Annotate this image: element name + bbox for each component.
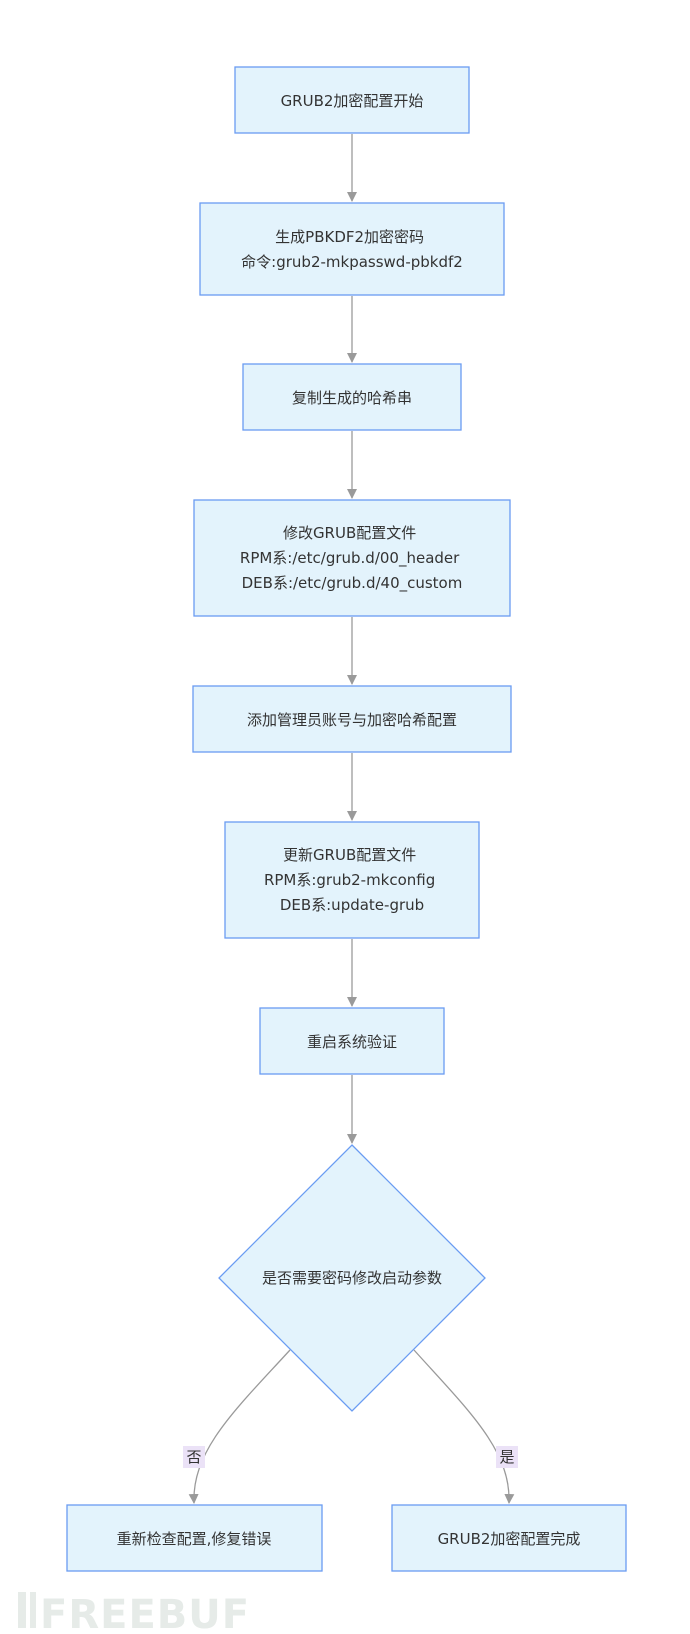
edges bbox=[188, 134, 515, 1504]
svg-text:重启系统验证: 重启系统验证 bbox=[307, 1033, 397, 1051]
node-reboot-verify: 重启系统验证 bbox=[259, 1007, 445, 1075]
node-edit-config-line-2: RPM系:/etc/grub.d/00_header bbox=[240, 549, 460, 568]
edge-label-no-text: 否 bbox=[186, 1448, 201, 1466]
edge-label-yes: 是 bbox=[496, 1446, 518, 1468]
svg-text:是否需要密码修改启动参数: 是否需要密码修改启动参数 bbox=[262, 1269, 442, 1287]
node-gen-hash-line-2: 命令:grub2-mkpasswd-pbkdf2 bbox=[241, 253, 463, 271]
node-fix-errors-line-1: 重新检查配置,修复错误 bbox=[117, 1530, 272, 1548]
watermark-logo: FREEBUF bbox=[18, 1592, 250, 1634]
svg-text:复制生成的哈希串: 复制生成的哈希串 bbox=[292, 389, 412, 407]
node-update-config-line-3: DEB系:update-grub bbox=[280, 896, 424, 914]
node-update-config: 更新GRUB配置文件 RPM系:grub2-mkconfig DEB系:upda… bbox=[224, 821, 480, 939]
watermark-text: FREEBUF bbox=[40, 1592, 250, 1634]
node-copy-hash: 复制生成的哈希串 bbox=[242, 363, 462, 431]
edge-decision-to-fix-errors bbox=[188, 1349, 291, 1504]
node-fix-errors: 重新检查配置,修复错误 bbox=[66, 1504, 323, 1572]
svg-text:重新检查配置,修复错误: 重新检查配置,修复错误 bbox=[117, 1530, 272, 1548]
node-done: GRUB2加密配置完成 bbox=[391, 1504, 627, 1572]
node-start-line-1: GRUB2加密配置开始 bbox=[281, 92, 424, 110]
svg-text:生成PBKDF2加密密码 命令:grub2-mk: 生成PBKDF2加密密码 命令:grub2-mkpasswd-pbkdf2 bbox=[241, 228, 463, 271]
edge-label-no: 否 bbox=[183, 1446, 205, 1468]
node-add-admin: 添加管理员账号与加密哈希配置 bbox=[192, 685, 512, 753]
node-gen-hash: 生成PBKDF2加密密码 命令:grub2-mkpasswd-pbkdf2 bbox=[199, 202, 505, 296]
node-gen-hash-line-1: 生成PBKDF2加密密码 bbox=[275, 228, 424, 246]
edge-decision-to-done bbox=[413, 1349, 515, 1504]
node-start: GRUB2加密配置开始 bbox=[234, 66, 470, 134]
svg-text:添加管理员账号与加密哈希配置: 添加管理员账号与加密哈希配置 bbox=[247, 711, 457, 729]
svg-text:修改GRUB配置文件 RPM系:/etc/gru: 修改GRUB配置文件 RPM系:/etc/grub.d/00_header DE… bbox=[240, 524, 464, 593]
node-done-line-1: GRUB2加密配置完成 bbox=[438, 1530, 581, 1548]
svg-text:GRUB2加密配置完成: GRUB2加密配置完成 bbox=[438, 1530, 581, 1548]
svg-text:GRUB2加密配置开始: GRUB2加密配置开始 bbox=[281, 92, 424, 110]
node-copy-hash-line-1: 复制生成的哈希串 bbox=[292, 389, 412, 407]
node-reboot-verify-line-1: 重启系统验证 bbox=[307, 1033, 397, 1051]
node-update-config-line-2: RPM系:grub2-mkconfig bbox=[264, 871, 435, 889]
svg-text:更新GRUB配置文件 RPM系:grub2-mk: 更新GRUB配置文件 RPM系:grub2-mkconfig DEB系:upda… bbox=[264, 846, 440, 914]
node-update-config-line-1: 更新GRUB配置文件 bbox=[283, 846, 416, 864]
node-edit-config-line-3: DEB系:/etc/grub.d/40_custom bbox=[242, 574, 463, 593]
edge-label-yes-text: 是 bbox=[499, 1448, 514, 1466]
node-decision-line-1: 是否需要密码修改启动参数 bbox=[262, 1269, 442, 1287]
node-edit-config: 修改GRUB配置文件 RPM系:/etc/grub.d/00_header DE… bbox=[193, 499, 511, 617]
node-add-admin-line-1: 添加管理员账号与加密哈希配置 bbox=[247, 711, 457, 729]
node-decision: 是否需要密码修改启动参数 bbox=[218, 1144, 486, 1412]
node-edit-config-line-1: 修改GRUB配置文件 bbox=[283, 524, 416, 542]
